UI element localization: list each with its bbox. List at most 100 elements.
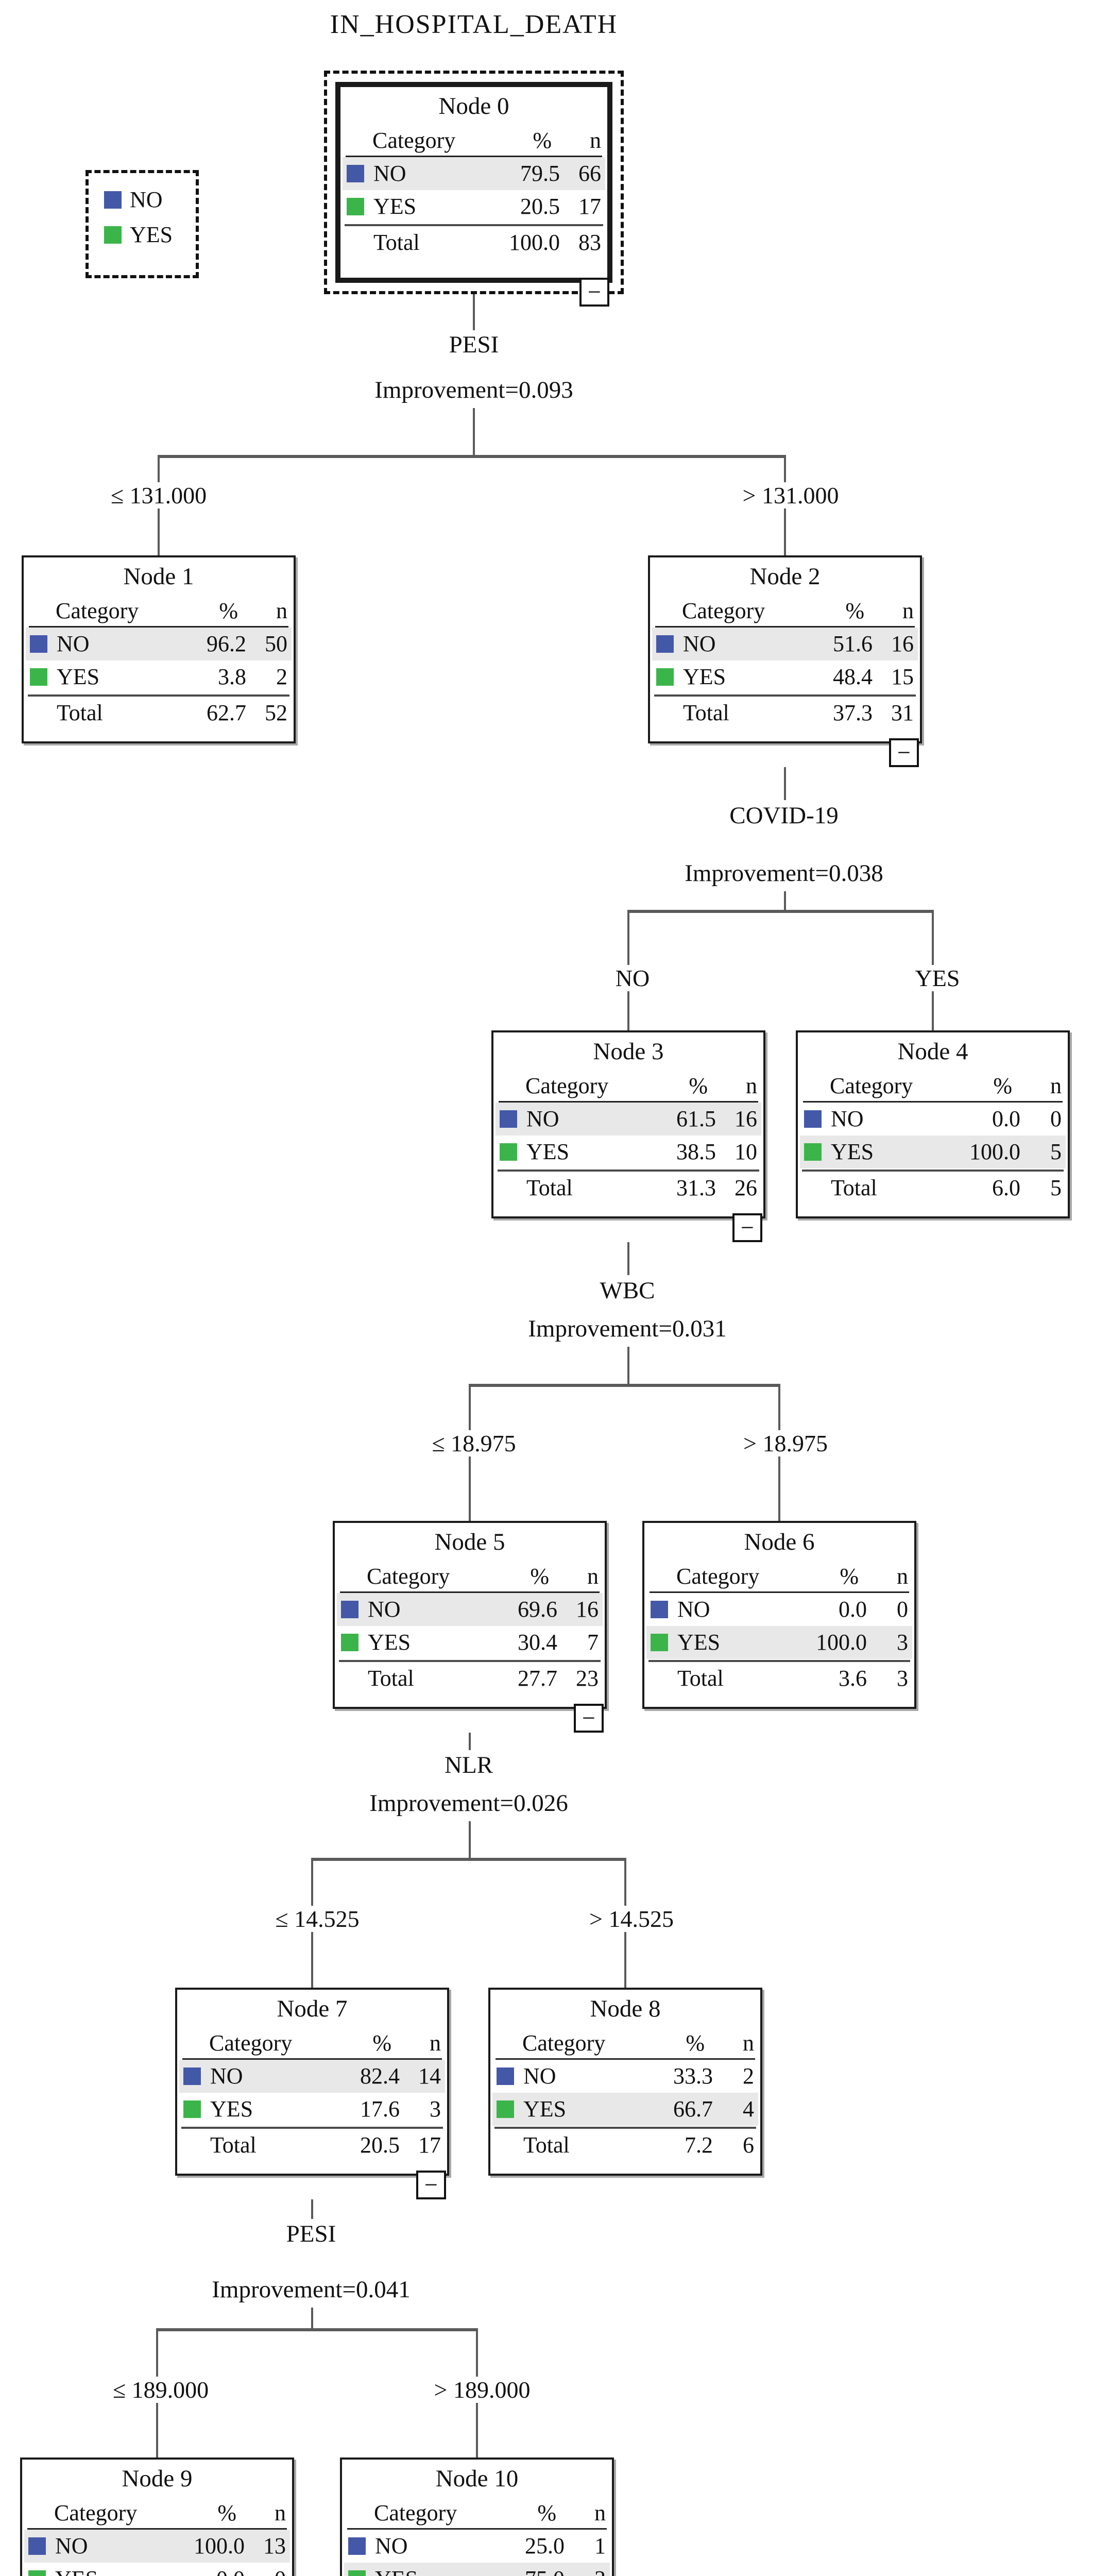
collapse-node-5-button[interactable]: − [574,1704,604,1733]
tree-node-8[interactable]: Node 8 Category % n NO 33.3 2 YES 66.7 4… [488,1988,762,2176]
tree-node-6[interactable]: Node 6 Category % n NO 0.0 0 YES 100.0 3… [642,1521,916,1709]
branch-line [627,1347,629,1384]
node-title: Node 0 [438,93,509,120]
node-title: Node 7 [277,1995,348,2022]
branch-bar [627,910,934,913]
category-row-yes: YES 30.4 7 [337,1626,603,1659]
total-row: Total 37.3 31 [683,700,914,726]
branch-condition: ≤ 131.000 [71,482,246,509]
yes-color-swatch-icon [104,226,122,244]
yes-color-swatch-icon [500,1143,517,1161]
branch-condition: NO [545,964,720,992]
no-color-swatch-icon [341,1600,358,1618]
node-title: Node 2 [749,563,821,590]
collapse-node-7-button[interactable]: − [416,2171,446,2199]
node-table-header: Category % n [182,2030,442,2060]
table-separator [648,1659,910,1662]
total-row: Total 100.0 83 [373,230,601,256]
collapse-node-0-button[interactable]: − [579,278,609,307]
category-row-yes: YES 20.5 17 [343,190,605,223]
yes-color-swatch-icon [497,2100,514,2118]
branch-bar [469,1384,780,1387]
category-row-no: NO 96.2 50 [26,627,292,660]
branch-line [627,1242,629,1275]
category-row-yes: YES 3.8 2 [26,660,292,693]
node-table-header: Category % n [346,127,602,157]
category-row-yes: YES 100.0 5 [800,1135,1066,1168]
tree-node-3[interactable]: Node 3 Category % n NO 61.5 16 YES 38.5 … [491,1030,765,1218]
branch-line [473,408,475,455]
branch-line [784,767,786,800]
branch-condition: YES [850,964,1025,992]
total-row: Total 27.7 23 [368,1666,599,1691]
branch-line [311,2308,313,2328]
yes-color-swatch-icon [341,1633,358,1651]
split-variable: PESI [449,331,499,358]
total-row: Total 62.7 52 [57,700,287,726]
branch-condition: > 131.000 [703,482,878,509]
total-row: Total 20.5 17 [210,2132,441,2158]
collapse-node-3-button[interactable]: − [732,1213,762,1242]
node-title: Node 4 [897,1038,968,1065]
no-color-swatch-icon [500,1110,517,1128]
node-title: Node 9 [122,2465,193,2492]
selected-node-outline [324,71,624,294]
branch-bar [311,1858,626,1861]
no-color-swatch-icon [656,635,674,653]
node-title: Node 1 [123,563,194,590]
no-color-swatch-icon [183,2067,201,2085]
tree-node-2[interactable]: Node 2 Category % n NO 51.6 16 YES 48.4 … [648,555,922,743]
node-title: Node 10 [435,2465,519,2492]
branch-condition: ≤ 189.000 [73,2376,248,2403]
no-color-swatch-icon [348,2537,366,2555]
tree-node-1[interactable]: Node 1 Category % n NO 96.2 50 YES 3.8 2… [22,555,296,743]
category-row-yes: YES 0.0 0 [24,2563,290,2576]
tree-node-0[interactable]: Node 0 Category % n NO 79.5 66 YES 20.5 … [335,82,612,283]
total-row: Total 3.6 3 [677,1666,908,1691]
tree-node-7[interactable]: Node 7 Category % n NO 82.4 14 YES 17.6 … [175,1988,449,2176]
split-variable: WBC [600,1277,655,1304]
tree-node-9[interactable]: Node 9 Category % n NO 100.0 13 YES 0.0 … [20,2458,294,2576]
node-table-header: Category % n [29,598,288,628]
yes-color-swatch-icon [30,668,47,686]
split-improvement: Improvement=0.038 [685,860,883,887]
total-row: Total 7.2 6 [523,2132,754,2158]
table-separator [494,2126,756,2129]
yes-color-swatch-icon [651,1633,668,1651]
category-row-no: NO 33.3 2 [492,2060,758,2093]
category-row-yes: YES 75.0 3 [344,2562,610,2576]
dependent-variable-title: IN_HOSPITAL_DEATH [330,10,618,39]
no-color-swatch-icon [347,164,364,182]
no-color-swatch-icon [104,191,122,209]
branch-bar [158,455,786,458]
no-color-swatch-icon [30,635,47,653]
collapse-node-2-button[interactable]: − [889,738,919,767]
category-row-no: NO 0.0 0 [646,1593,912,1626]
category-row-no: NO 79.5 66 [343,157,605,190]
table-separator [181,2126,443,2129]
split-variable: COVID-19 [729,802,839,829]
category-row-yes: YES 66.7 4 [492,2092,758,2126]
branch-condition: > 189.000 [395,2376,570,2403]
table-separator [498,1169,759,1172]
category-row-no: NO 69.6 16 [337,1592,603,1626]
category-row-yes: YES 17.6 3 [179,2093,445,2126]
tree-node-10[interactable]: Node 10 Category % n NO 25.0 1 YES 75.0 … [340,2458,614,2576]
tree-node-4[interactable]: Node 4 Category % n NO 0.0 0 YES 100.0 5… [796,1030,1070,1218]
legend: NO YES [86,170,199,278]
no-color-swatch-icon [28,2537,46,2555]
node-table-header: Category % n [347,2500,607,2530]
category-row-no: NO 51.6 16 [652,627,918,660]
split-variable: NLR [445,1752,493,1778]
node-table-header: Category % n [340,1563,600,1593]
legend-label: YES [130,222,173,247]
category-row-yes: YES 38.5 10 [496,1136,761,1168]
tree-node-5[interactable]: Node 5 Category % n NO 69.6 16 YES 30.4 … [333,1521,607,1709]
branch-condition: ≤ 18.975 [386,1430,561,1457]
category-row-yes: YES 100.0 3 [646,1625,912,1659]
table-separator [28,694,289,697]
category-row-no: NO 25.0 1 [344,2530,610,2563]
category-row-no: NO 100.0 13 [24,2529,290,2563]
branch-line [784,891,786,910]
